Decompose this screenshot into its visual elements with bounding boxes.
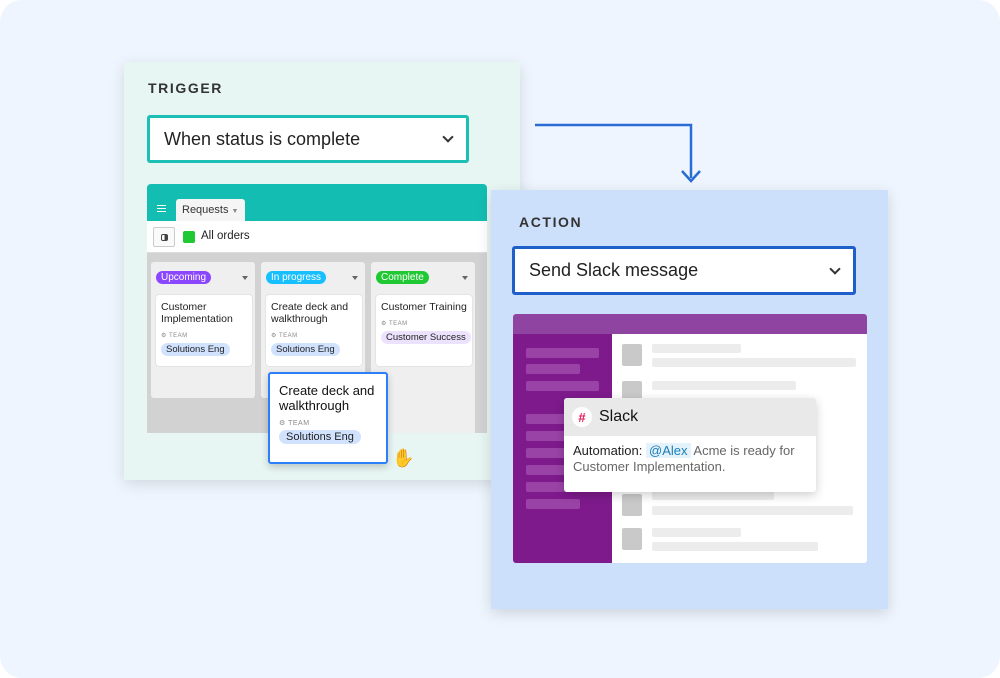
status-badge: In progress <box>266 271 327 284</box>
chevron-down-icon <box>829 262 841 275</box>
sidebar-toggle-icon[interactable] <box>153 227 175 247</box>
action-dropdown[interactable]: Send Slack message <box>512 246 856 295</box>
menu-icon[interactable] <box>157 205 166 212</box>
slack-message: Automation: @Alex Acme is ready for Cust… <box>573 443 795 474</box>
airtable-board: Requests ▼ All orders Upcoming Customer … <box>147 184 487 433</box>
trigger-label: TRIGGER <box>148 80 223 96</box>
action-label: ACTION <box>519 214 583 230</box>
grab-cursor-icon: ✋ <box>392 448 415 468</box>
trigger-dropdown[interactable]: When status is complete <box>147 115 469 163</box>
tab-requests[interactable]: Requests ▼ <box>176 199 245 221</box>
caret-icon[interactable] <box>462 276 468 283</box>
slack-notification[interactable]: # Slack Automation: @Alex Acme is ready … <box>564 398 816 492</box>
trigger-dropdown-value: When status is complete <box>164 128 361 149</box>
mention[interactable]: @Alex <box>646 443 691 458</box>
status-badge: Upcoming <box>156 271 212 284</box>
caret-icon[interactable] <box>242 276 248 283</box>
action-dropdown-value: Send Slack message <box>529 260 699 280</box>
slack-logo-icon: # <box>572 407 592 427</box>
toolbar: All orders <box>147 221 487 253</box>
kanban-icon <box>183 231 195 243</box>
dragged-card[interactable]: Create deck and walkthrough ⚙ TEAM Solut… <box>268 372 388 464</box>
airtable-header: Requests ▼ <box>147 184 487 221</box>
chevron-down-icon <box>442 131 454 143</box>
view-name[interactable]: All orders <box>201 230 250 242</box>
flow-arrow-icon <box>535 123 701 183</box>
status-badge: Complete <box>376 271 429 284</box>
slack-app-name: Slack <box>599 408 639 425</box>
caret-icon[interactable] <box>352 276 358 283</box>
